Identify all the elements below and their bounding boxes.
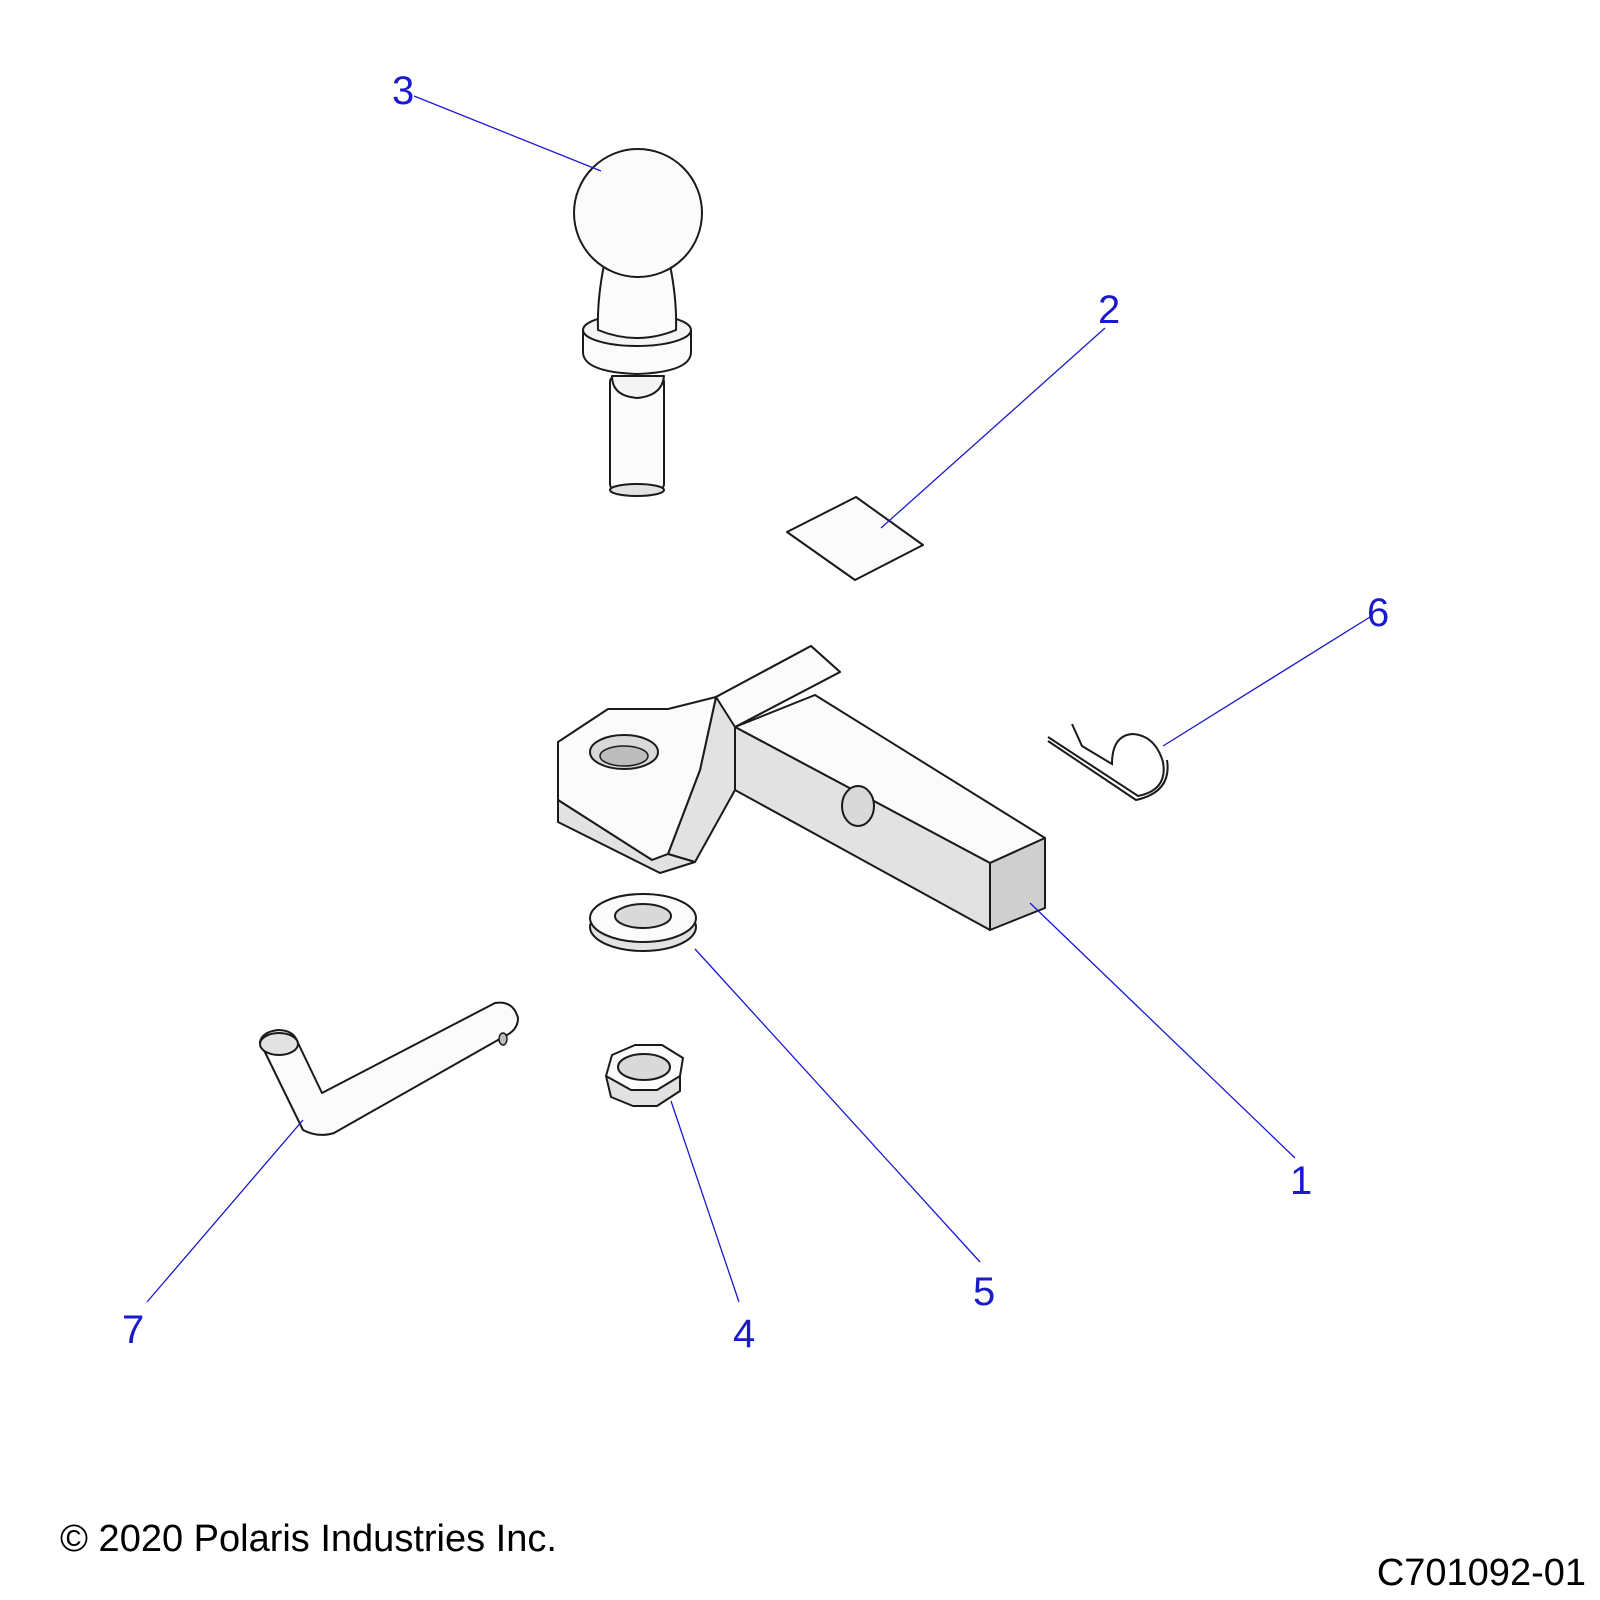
callout-5: 5 <box>973 1270 995 1314</box>
callout-3: 3 <box>392 69 414 113</box>
callout-6: 6 <box>1367 591 1389 635</box>
hitch-ball <box>573 148 703 497</box>
leader-lines <box>146 95 1371 1303</box>
hex-nut <box>605 1044 684 1107</box>
leader-4 <box>670 1100 740 1303</box>
flat-washer <box>589 893 697 952</box>
leader-7 <box>146 1119 304 1303</box>
callout-2: 2 <box>1098 288 1120 332</box>
callout-1: 1 <box>1290 1159 1312 1203</box>
leader-5 <box>694 948 981 1263</box>
ball-mount <box>557 645 1046 931</box>
copyright-notice: © 2020 Polaris Industries Inc. <box>60 1518 557 1560</box>
decal <box>786 496 924 581</box>
leader-6 <box>1162 616 1371 747</box>
callout-7: 7 <box>122 1308 144 1352</box>
leader-2 <box>880 327 1106 529</box>
leader-1 <box>1029 902 1296 1159</box>
callouts: 3 2 6 1 5 4 7 <box>122 69 1389 1356</box>
callout-4: 4 <box>733 1312 755 1356</box>
leader-3 <box>413 95 602 172</box>
hitch-pin-clip <box>1047 723 1169 802</box>
drawing-number: C701092-01 <box>1376 1552 1586 1594</box>
l-pin <box>259 1001 519 1136</box>
